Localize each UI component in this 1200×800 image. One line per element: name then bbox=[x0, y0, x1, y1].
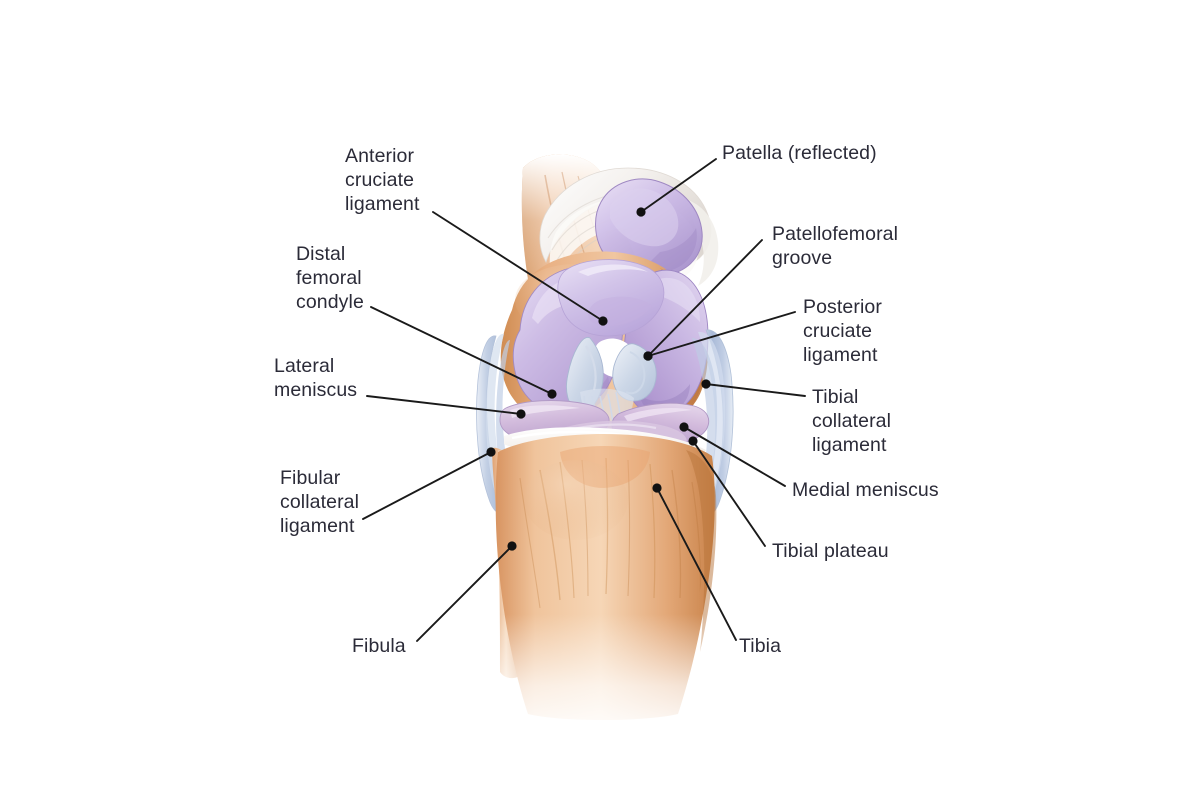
label-posterior-cruciate-ligament: Posterior cruciate ligament bbox=[803, 296, 882, 366]
tibia-bone bbox=[490, 434, 722, 740]
anchor-dot-posterior-cruciate-ligament bbox=[643, 351, 653, 361]
label-anterior-cruciate-ligament: Anterior cruciate ligament bbox=[345, 145, 420, 215]
label-tibial-collateral-ligament: Tibial collateral ligament bbox=[812, 386, 892, 456]
label-patellofemoral-groove: Patellofemoral groove bbox=[772, 223, 899, 269]
label-fibula: Fibula bbox=[352, 635, 406, 657]
leader-line-fibular-collateral-ligament bbox=[362, 451, 492, 520]
leader-line-posterior-cruciate-ligament bbox=[647, 311, 796, 357]
label-lateral-meniscus: Lateral meniscus bbox=[274, 355, 358, 401]
anchor-dot-medial-meniscus bbox=[679, 422, 689, 432]
leader-line-fibula bbox=[416, 545, 513, 642]
anchor-dot-distal-femoral-condyle bbox=[547, 389, 557, 399]
patella-reflected-bone bbox=[595, 178, 703, 277]
anchor-dot-tibial-collateral-ligament bbox=[701, 379, 711, 389]
leader-lines bbox=[362, 158, 806, 642]
anchor-dot-tibia bbox=[652, 483, 662, 493]
label-patella-reflected: Patella (reflected) bbox=[722, 142, 877, 164]
anchor-dot-fibula bbox=[507, 541, 517, 551]
anchor-dot-patella-reflected bbox=[636, 207, 646, 217]
leader-line-patella-reflected bbox=[640, 158, 717, 213]
label-fibular-collateral-ligament: Fibular collateral ligament bbox=[280, 467, 360, 537]
leader-line-tibial-plateau bbox=[692, 440, 766, 547]
distal-femur bbox=[500, 251, 709, 434]
leader-line-tibia bbox=[656, 487, 737, 641]
anchor-dot-tibial-plateau bbox=[688, 436, 698, 446]
anchor-dot-fibular-collateral-ligament bbox=[486, 447, 496, 457]
label-tibia: Tibia bbox=[739, 635, 782, 657]
leader-line-medial-meniscus bbox=[683, 426, 786, 487]
leader-line-tibial-collateral-ligament bbox=[705, 383, 806, 397]
leader-line-distal-femoral-condyle bbox=[370, 306, 553, 395]
anchor-dot-anterior-cruciate-ligament bbox=[598, 316, 608, 326]
leader-line-anterior-cruciate-ligament bbox=[432, 211, 604, 322]
anchor-dot-lateral-meniscus bbox=[516, 409, 526, 419]
leader-line-lateral-meniscus bbox=[366, 395, 522, 415]
label-distal-femoral-condyle: Distal femoral condyle bbox=[296, 243, 364, 313]
label-tibial-plateau: Tibial plateau bbox=[772, 540, 889, 562]
label-medial-meniscus: Medial meniscus bbox=[792, 479, 939, 501]
leader-line-patellofemoral-groove bbox=[647, 239, 763, 357]
leader-dots bbox=[486, 207, 711, 551]
